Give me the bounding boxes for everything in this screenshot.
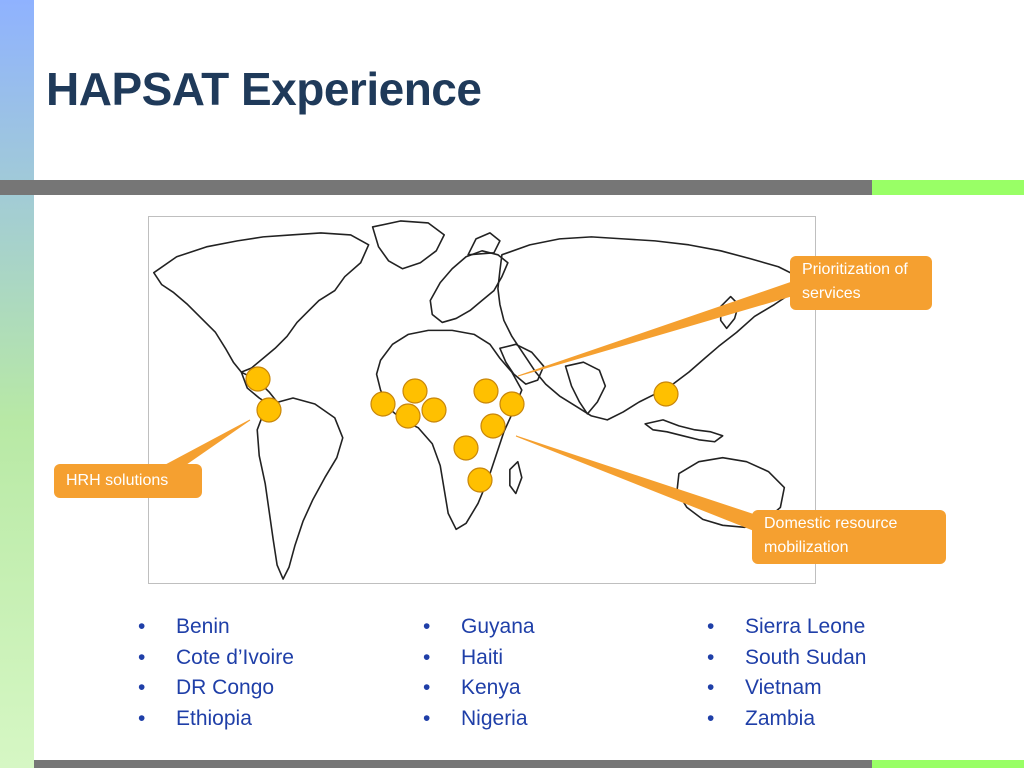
continent-north-america	[152, 232, 370, 373]
country-marker	[499, 391, 525, 417]
country-marker	[245, 366, 271, 392]
country-marker	[653, 381, 679, 407]
country-marker	[453, 435, 479, 461]
country-list-item: South Sudan	[707, 643, 866, 674]
country-list-item: Kenya	[423, 673, 535, 704]
continent-greenland	[371, 220, 446, 270]
continent-europe	[429, 250, 509, 324]
footer-divider-gray	[34, 760, 872, 768]
continent-arabia	[499, 343, 545, 385]
continent-scandinavia	[467, 232, 501, 256]
title-divider-gray	[0, 180, 872, 195]
country-list-item: Haiti	[423, 643, 535, 674]
country-list-item: Sierra Leone	[707, 612, 866, 643]
country-marker	[395, 403, 421, 429]
country-marker	[402, 378, 428, 404]
title-divider-green	[872, 180, 1024, 195]
slide-title: HAPSAT Experience	[46, 63, 482, 115]
country-list-item: Ethiopia	[138, 704, 294, 735]
country-list-column-2: Guyana Haiti Kenya Nigeria	[423, 612, 535, 734]
country-marker	[421, 397, 447, 423]
country-list-item: Nigeria	[423, 704, 535, 735]
country-list-item: Guyana	[423, 612, 535, 643]
country-marker	[480, 413, 506, 439]
country-marker	[467, 467, 493, 493]
country-list-item: Vietnam	[707, 673, 866, 704]
callout-prioritization: Prioritization of services	[790, 256, 932, 310]
continent-south-america	[256, 397, 344, 580]
left-accent-strip	[0, 0, 34, 768]
islands-japan	[719, 295, 740, 330]
islands-indonesia	[644, 419, 724, 443]
country-list-column-3: Sierra Leone South Sudan Vietnam Zambia	[707, 612, 866, 734]
callout-pointer-prioritization	[517, 279, 799, 377]
country-list-item: Zambia	[707, 704, 866, 735]
continent-madagascar	[509, 460, 523, 495]
country-list-column-1: Benin Cote d’Ivoire DR Congo Ethiopia	[138, 612, 294, 734]
continent-india	[564, 361, 607, 415]
callout-hrh-solutions: HRH solutions	[54, 464, 202, 498]
country-list-item: Benin	[138, 612, 294, 643]
callout-domestic-resource: Domestic resource mobilization	[752, 510, 946, 564]
country-marker	[370, 391, 396, 417]
footer-divider-green	[872, 760, 1024, 768]
country-marker	[473, 378, 499, 404]
country-list-item: DR Congo	[138, 673, 294, 704]
callout-pointer-domestic	[515, 435, 759, 533]
country-list-item: Cote d’Ivoire	[138, 643, 294, 674]
country-marker	[256, 397, 282, 423]
